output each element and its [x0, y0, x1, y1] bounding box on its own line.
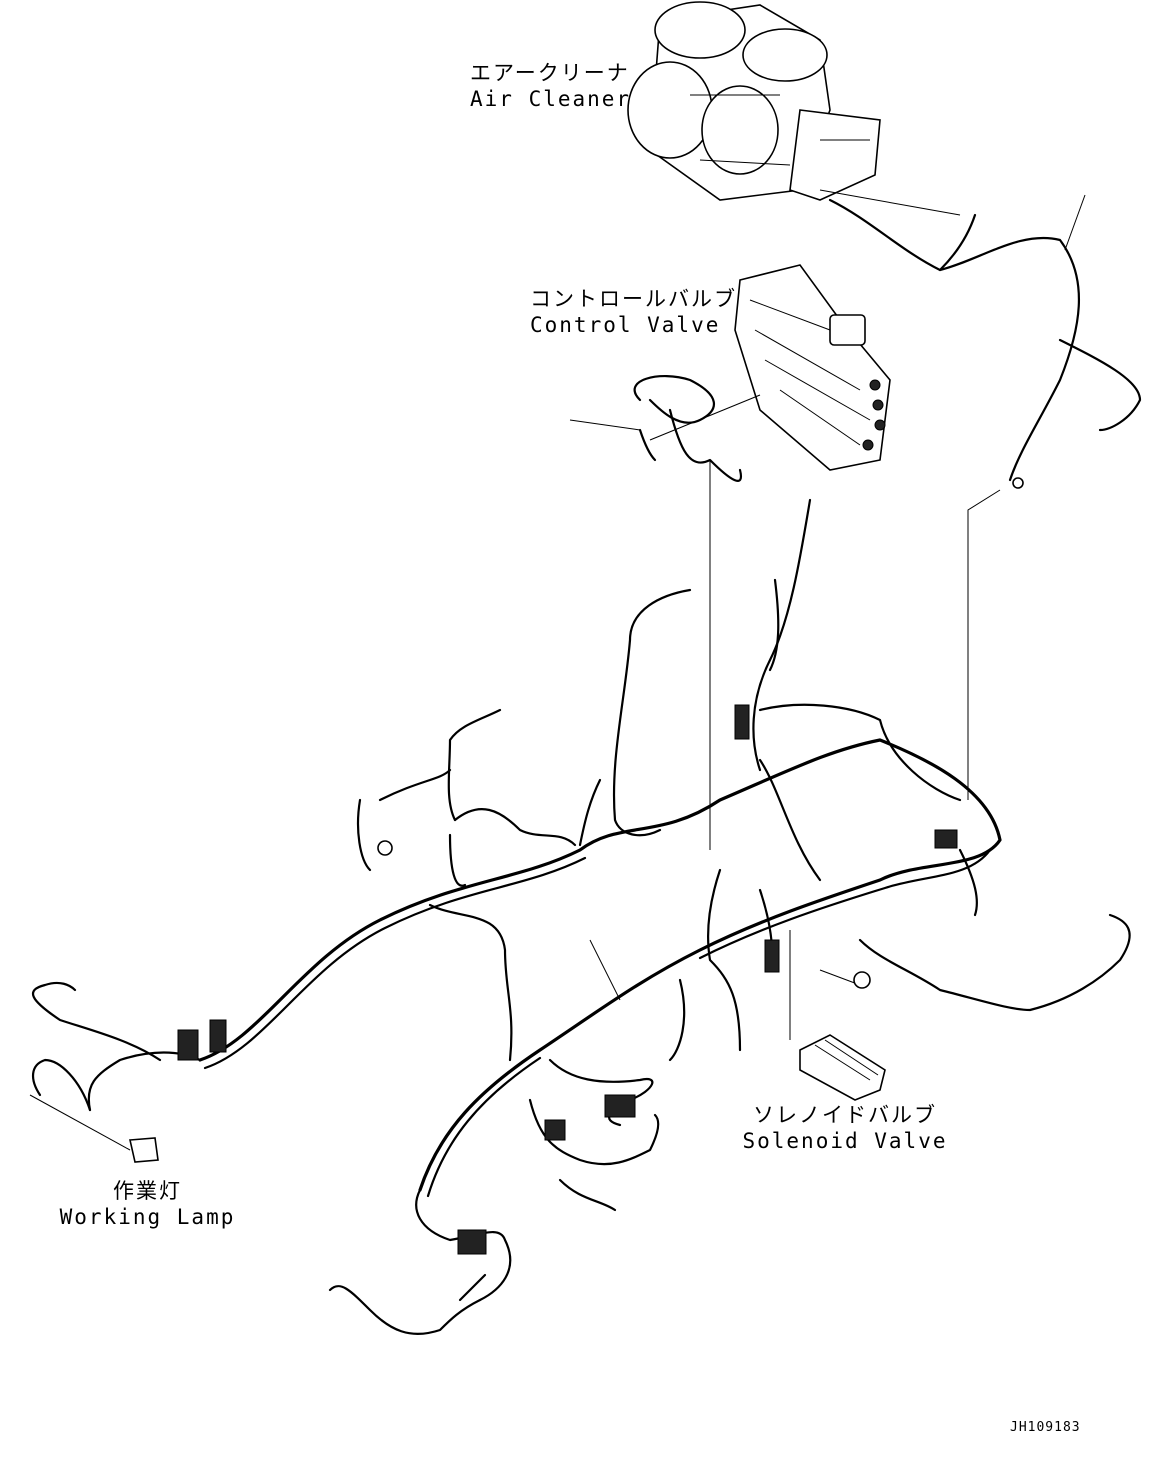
working-lamp-label-jp: 作業灯	[113, 1179, 182, 1203]
air-cleaner-part	[627, 1, 881, 201]
connectors	[177, 477, 1024, 1255]
working-lamp-part	[29, 1094, 159, 1163]
working-lamp-label-en: Working Lamp	[59, 1205, 236, 1229]
solenoid-valve-part	[799, 1034, 886, 1101]
air-cleaner-label-en: Air Cleaner	[470, 87, 632, 111]
control-valve-label-jp: コントロールバルブ	[530, 287, 737, 311]
working-lamp-label: 作業灯 Working Lamp	[55, 1178, 240, 1230]
solenoid-valve-label-jp: ソレノイドバルブ	[753, 1103, 937, 1127]
control-valve-label-en: Control Valve	[530, 313, 721, 337]
main-harness	[198, 738, 1002, 1198]
control-valve-label: コントロールバルブ Control Valve	[530, 286, 737, 338]
solenoid-valve-label-en: Solenoid Valve	[742, 1129, 948, 1153]
solenoid-valve-label: ソレノイドバルブ Solenoid Valve	[740, 1102, 950, 1154]
drawing-id: JH109183	[1010, 1420, 1081, 1435]
control-valve-part	[734, 264, 891, 471]
air-cleaner-label-jp: エアークリーナ	[470, 61, 630, 85]
air-cleaner-label: エアークリーナ Air Cleaner	[470, 60, 632, 112]
harness-branches	[32, 198, 1142, 1335]
